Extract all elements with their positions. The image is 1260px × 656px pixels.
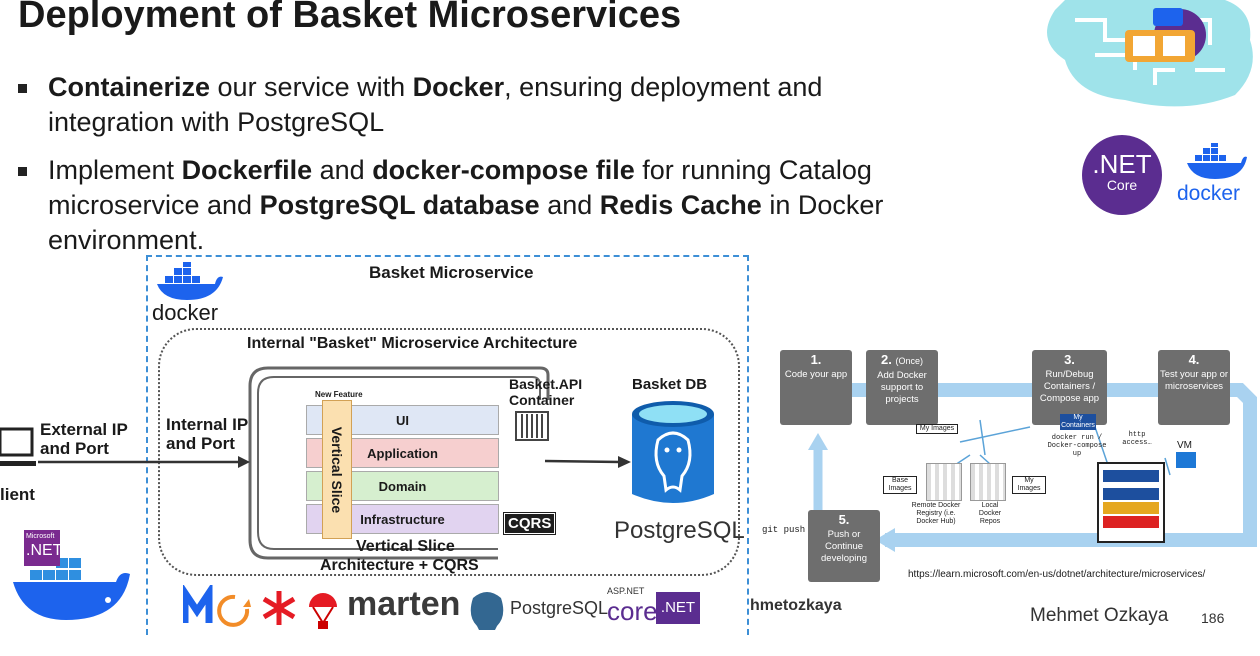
vm-icon xyxy=(1176,452,1196,468)
step-2-note: (Once) xyxy=(895,356,923,366)
external-ip-label: External IP and Port xyxy=(40,420,128,458)
bullet-2: Implement Dockerfile and docker-compose … xyxy=(18,153,948,258)
slide-title: Deployment of Basket Microservices xyxy=(18,0,682,36)
api-container-label: Basket.API Container xyxy=(509,376,582,408)
bullet-marker xyxy=(18,84,27,93)
postgresql-elephant-icon xyxy=(470,592,504,630)
vertical-slice: Vertical Slice xyxy=(322,400,352,539)
container-icon xyxy=(515,411,549,441)
step-1-text: Code your app xyxy=(784,369,848,380)
step-2-text: Add Docker support to projects xyxy=(877,370,927,405)
step-3-number: 3. xyxy=(1064,352,1075,367)
net-core-logo-text: .NET xyxy=(1092,149,1152,179)
git-push-label: git push xyxy=(762,525,806,535)
net-core-logo: .NET Core xyxy=(1082,135,1162,215)
step-4-number: 4. xyxy=(1188,352,1200,367)
bullet-2-text-3: for running Catalog microservice and xyxy=(48,155,872,220)
bullet-2-bold-3: PostgreSQL database xyxy=(259,190,540,220)
client-label: lient xyxy=(0,485,35,504)
bullet-1-bold-1: Containerize xyxy=(48,72,211,102)
marten-logo: marten xyxy=(347,585,461,623)
api-container-line1: Basket.API xyxy=(509,376,583,392)
arch-label-line2: Architecture + CQRS xyxy=(320,557,479,574)
external-ip-text: External IP xyxy=(40,420,128,439)
postgresql-text: PostgreSQL xyxy=(510,598,609,618)
bullet-2-bold-4: Redis Cache xyxy=(599,190,762,220)
workflow-step-5: 5. Push or Continue developing xyxy=(808,510,880,582)
new-feature-label: New Feature xyxy=(315,390,363,399)
remote-registry-label: Remote Docker Registry (i.e. Docker Hub) xyxy=(911,502,961,525)
bullet-2-bold-1: Dockerfile xyxy=(181,155,313,185)
docker-logo-text: docker xyxy=(1177,182,1241,205)
internal-port-text: and Port xyxy=(166,434,235,453)
http-access-text: http access… xyxy=(1122,431,1152,447)
run-command-line1: docker run / xyxy=(1051,434,1103,442)
arch-label-line1: Vertical Slice xyxy=(356,538,455,555)
internal-architecture-boundary xyxy=(158,328,740,576)
bullet-2-text-5: in Docker environment. xyxy=(48,190,884,255)
bullet-1-bold-2: Docker xyxy=(412,72,505,102)
laptop-icon xyxy=(0,427,36,466)
workflow-step-3: 3. Run/Debug Containers / Compose app xyxy=(1032,350,1107,425)
local-repos-label: Local Docker Repos xyxy=(978,502,1002,525)
bullet-1-text-1: our service with xyxy=(210,72,413,102)
source-url: https://learn.microsoft.com/en-us/dotnet… xyxy=(908,569,1206,580)
my-containers-box: My Containers xyxy=(1060,414,1096,430)
basket-microservice-boundary xyxy=(146,255,749,635)
page-number: 186 xyxy=(1201,610,1225,626)
bullet-2-text-2: and xyxy=(312,155,373,185)
docker-whale-icon xyxy=(1187,143,1247,179)
author-handle: hmetozkaya xyxy=(750,597,842,614)
step-2-number: 2. xyxy=(881,352,892,367)
dotnet-docker-whale-icon xyxy=(13,530,130,620)
step-5-number: 5. xyxy=(838,512,850,527)
bullet-1: Containerize our service with Docker, en… xyxy=(18,70,948,140)
local-repos-icon xyxy=(970,463,1006,501)
workflow-step-1: 1. Code your app xyxy=(780,350,852,425)
step-5-text: Push or Continue developing xyxy=(821,529,867,564)
database-icon xyxy=(632,401,714,503)
db-name: PostgreSQL xyxy=(614,517,745,544)
docker-whale-icon-diagram xyxy=(157,262,223,300)
access-text: access… xyxy=(1122,439,1152,447)
dotnet-badge-top: Microsoft xyxy=(26,533,55,540)
bullet-2-bold-2: docker-compose file xyxy=(372,155,635,185)
base-images-box: Base Images xyxy=(883,476,917,494)
vertical-slice-label: Vertical Slice xyxy=(329,426,345,513)
internal-ip-label: Internal IP and Port xyxy=(166,415,248,453)
brain-reader-illustration xyxy=(1047,0,1253,107)
remote-registry-icon xyxy=(926,463,962,501)
run-command-line2: Docker-compose up xyxy=(1047,442,1107,458)
dotnet-badge-text: .NET xyxy=(26,542,63,559)
api-container-line2: Container xyxy=(509,392,575,408)
aspnet-small-text: ASP.NET xyxy=(607,586,645,596)
aspnet-core-text: core xyxy=(607,596,658,626)
inner-architecture-title: Internal "Basket" Microservice Architect… xyxy=(247,335,578,352)
bullet-1-text-2: , ensuring deployment and integration wi… xyxy=(48,72,823,137)
external-port-text: and Port xyxy=(40,439,109,458)
local-images-box: My Images xyxy=(1012,476,1046,494)
diagram-title: Basket Microservice xyxy=(369,263,534,282)
step-1-number: 1. xyxy=(810,352,822,367)
bullet-2-text-1: Implement xyxy=(48,155,182,185)
internal-ip-text: Internal IP xyxy=(166,415,249,434)
bullet-marker xyxy=(18,167,27,176)
diagram-docker-label: docker xyxy=(152,300,219,325)
db-title: Basket DB xyxy=(632,376,708,393)
tech-logos-left xyxy=(183,585,337,629)
cqrs-badge: CQRS xyxy=(502,512,557,535)
step-4-text: Test your app or microservices xyxy=(1159,369,1229,392)
vm-label: VM xyxy=(1177,440,1192,451)
workflow-step-2: 2. (Once) Add Docker support to projects xyxy=(866,350,938,425)
container-host-box xyxy=(1097,462,1165,543)
step-3-text: Run/Debug Containers / Compose app xyxy=(1039,369,1100,404)
workflow-step-4: 4. Test your app or microservices xyxy=(1158,350,1230,425)
http-text: http xyxy=(1128,431,1146,439)
net8-badge: .NET 8 xyxy=(656,592,700,648)
net-core-logo-subtext: Core xyxy=(1106,177,1138,193)
author-name: Mehmet Ozkaya xyxy=(1030,605,1169,626)
bullet-2-text-4: and xyxy=(539,190,600,220)
my-images-box: My Images xyxy=(916,424,958,434)
run-command-text: docker run / Docker-compose up xyxy=(1044,434,1110,458)
